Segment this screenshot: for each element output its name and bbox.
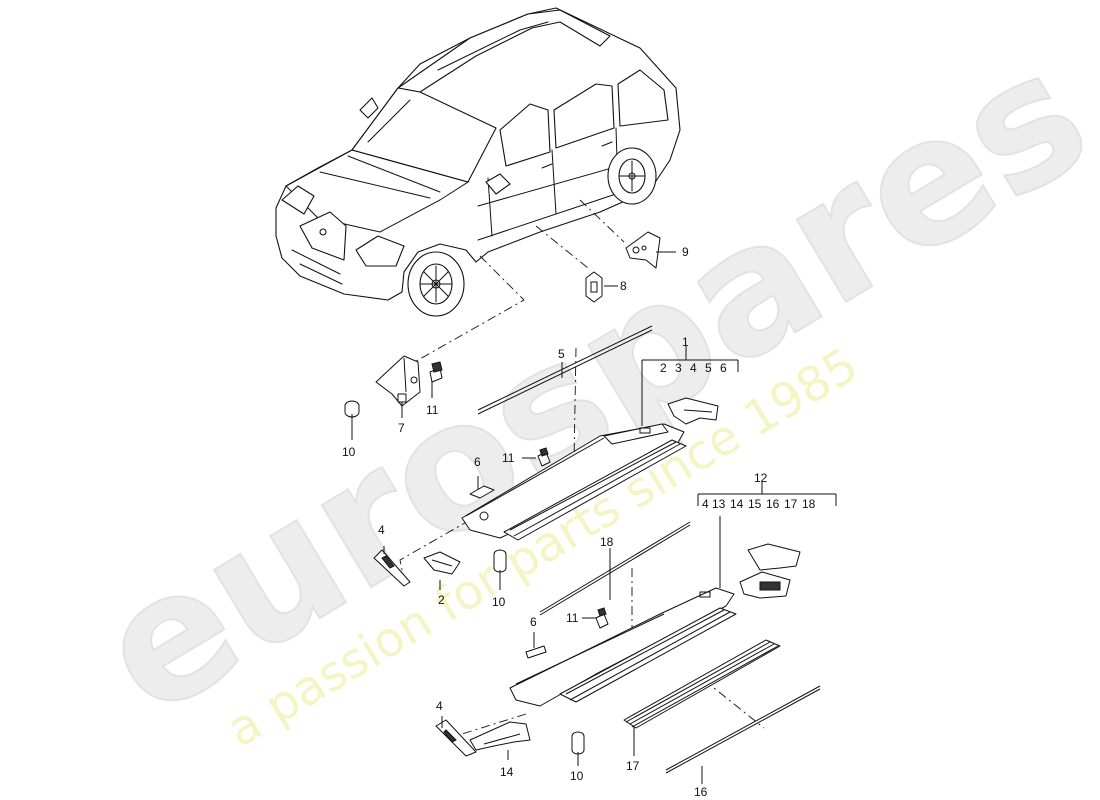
part-10-bolt-c xyxy=(571,731,585,755)
part-16-bracket xyxy=(739,571,791,599)
callout-7: 7 xyxy=(398,421,405,435)
callout-12-sub-17: 17 xyxy=(784,497,798,511)
callout-leaders xyxy=(351,251,837,784)
callout-5: 5 xyxy=(558,347,565,361)
callout-9: 9 xyxy=(682,245,689,259)
part-8-cover xyxy=(585,271,603,303)
part-6-clip-b xyxy=(525,645,547,659)
callout-18: 18 xyxy=(600,535,614,549)
part-9-cover xyxy=(625,231,661,269)
callout-2: 2 xyxy=(438,593,445,607)
part-10-bolt-a xyxy=(344,400,360,418)
callout-14: 14 xyxy=(500,765,514,779)
part-4-end-piece-b xyxy=(435,719,477,757)
callout-17: 17 xyxy=(626,759,640,773)
vehicle-illustration xyxy=(275,7,681,317)
callout-10-c: 10 xyxy=(570,769,584,783)
part-17-rubber-strips xyxy=(623,639,781,729)
callout-1-sub-6: 6 xyxy=(720,361,727,375)
part-11-clip-b xyxy=(537,447,551,467)
part-13-running-board xyxy=(509,587,737,707)
callout-1-sub-5: 5 xyxy=(705,361,712,375)
callout-12-sub-4: 4 xyxy=(702,497,709,511)
callout-12-sub-16: 16 xyxy=(766,497,780,511)
part-15-bracket xyxy=(747,543,801,571)
part-7-bracket xyxy=(375,355,421,407)
part-5-trim-strip xyxy=(477,325,653,415)
callout-10-b: 10 xyxy=(492,595,506,609)
part-14-end-cap xyxy=(469,721,531,751)
part-16-strip xyxy=(665,685,821,774)
callout-10-a: 10 xyxy=(342,445,356,459)
callout-6-a: 6 xyxy=(474,455,481,469)
callout-12-sub-14: 14 xyxy=(730,497,744,511)
part-4-end-piece-a xyxy=(373,549,411,587)
callout-12-sub-15: 15 xyxy=(748,497,762,511)
callout-16: 16 xyxy=(694,785,708,799)
part-11-clip-c xyxy=(595,607,609,629)
part-11-clip-a xyxy=(429,361,443,383)
part-10-bolt-b xyxy=(493,549,507,573)
callout-1-sub-3: 3 xyxy=(675,361,682,375)
callout-12-sub-18: 18 xyxy=(802,497,816,511)
callout-8: 8 xyxy=(620,279,627,293)
callout-12-sub-13: 13 xyxy=(712,497,726,511)
part-18-strip xyxy=(539,521,691,616)
callout-12: 12 xyxy=(754,471,768,485)
callout-1-sub-4: 4 xyxy=(690,361,697,375)
callout-11-c: 11 xyxy=(566,611,579,625)
callout-11-a: 11 xyxy=(426,403,439,417)
callout-1: 1 xyxy=(682,335,689,349)
part-2-cap xyxy=(423,551,461,575)
callout-6-b: 6 xyxy=(530,615,537,629)
callout-4-a: 4 xyxy=(378,523,385,537)
callout-1-sub-2: 2 xyxy=(660,361,667,375)
callout-labels: 1 2 3 4 5 6 12 4 13 14 15 16 17 18 8 9 5… xyxy=(342,245,816,799)
part-1-running-board xyxy=(461,423,687,541)
callout-4-b: 4 xyxy=(436,699,443,713)
part-3-end-cap xyxy=(667,397,719,425)
callout-11-b: 11 xyxy=(502,451,515,465)
